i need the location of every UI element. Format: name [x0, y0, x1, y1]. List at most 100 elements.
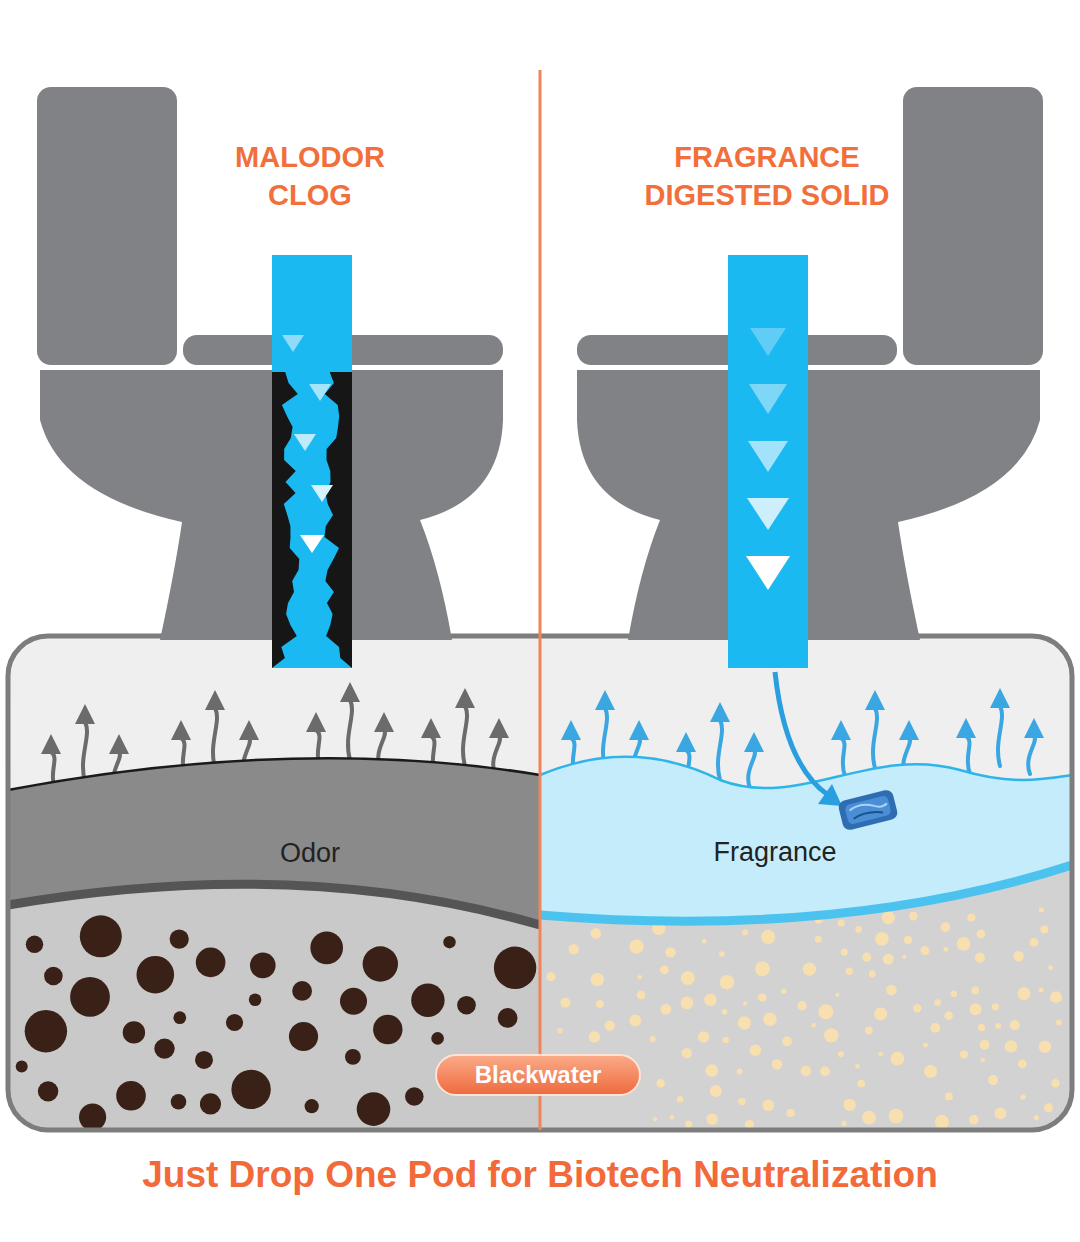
waste-particle	[25, 1010, 67, 1052]
digested-particle	[596, 1000, 604, 1008]
section-heading: FRAGRANCE DIGESTED SOLID	[617, 138, 917, 214]
waste-particle	[123, 1021, 145, 1043]
waste-particle	[226, 1014, 243, 1031]
vapor-stem	[718, 720, 722, 780]
waste-particle	[26, 936, 43, 953]
digested-particle	[835, 993, 839, 997]
toilet-lid	[577, 335, 897, 365]
digested-particle	[560, 998, 570, 1008]
drain-pipe	[728, 255, 808, 668]
digested-particle	[820, 1067, 830, 1077]
digested-particle	[681, 971, 695, 985]
digested-particle	[761, 930, 775, 944]
digested-particle	[772, 1059, 782, 1069]
vapor-head	[340, 682, 360, 702]
vapor-arrow	[205, 690, 225, 768]
digested-particle	[677, 1096, 684, 1103]
digested-particle	[846, 968, 853, 975]
waste-particle	[457, 996, 476, 1015]
flow-triangle	[748, 441, 788, 472]
digested-particle	[629, 940, 643, 954]
digested-particle	[743, 1001, 747, 1005]
digested-particle	[722, 1009, 728, 1015]
digested-particle	[781, 988, 787, 994]
drop-arrow	[775, 672, 828, 795]
digested-particle	[811, 1023, 816, 1028]
digested-particle	[943, 947, 948, 952]
waste-particle	[289, 1022, 318, 1051]
digested-particle	[945, 1093, 953, 1101]
tank-outline	[8, 636, 1072, 1130]
digested-particle	[710, 1085, 722, 1097]
digested-particle	[909, 912, 918, 921]
digested-particle	[605, 1020, 615, 1030]
vapor-stem	[1028, 736, 1035, 774]
digested-particle	[920, 946, 929, 955]
waste-particle	[345, 1049, 361, 1065]
vapor-stem	[873, 708, 877, 768]
vapor-stem	[348, 700, 352, 760]
toilet-lid	[183, 335, 503, 365]
digested-particle	[967, 913, 975, 921]
odor-band	[8, 758, 540, 925]
waste-particle	[363, 946, 398, 981]
vapor-head	[109, 734, 129, 754]
vapor-arrow	[956, 718, 976, 774]
digested-particle	[978, 1024, 985, 1031]
digested-particle	[883, 954, 894, 965]
vapor-head	[205, 690, 225, 710]
digested-particle	[1005, 1040, 1017, 1052]
digested-particle	[797, 1001, 806, 1010]
pill-shape	[436, 1055, 640, 1095]
vapor-arrow	[489, 718, 509, 774]
toilet-bowl	[40, 370, 503, 640]
waste-particle	[44, 967, 63, 986]
waste-particle	[80, 915, 122, 957]
digested-particle	[977, 930, 986, 939]
digested-particle	[665, 947, 675, 957]
pod-highlight	[849, 799, 887, 814]
digested-particle	[763, 1013, 776, 1026]
vapor-arrow	[1024, 718, 1044, 774]
vapor-head	[306, 712, 326, 732]
waste-particle	[38, 1081, 58, 1101]
waste-particle	[79, 1104, 106, 1131]
divider-line	[539, 70, 542, 1130]
digested-particle	[844, 1099, 856, 1111]
waste-particle	[70, 977, 110, 1017]
waste-particles	[16, 915, 537, 1130]
digested-particle	[1051, 1079, 1059, 1087]
vapor-stem	[966, 736, 970, 774]
vapor-head	[831, 720, 851, 740]
digested-particle	[975, 953, 985, 963]
digested-particle	[970, 1003, 982, 1015]
digested-particle	[815, 936, 822, 943]
digested-particle	[720, 975, 735, 990]
digested-particle	[941, 922, 951, 932]
flow-triangles	[282, 335, 333, 553]
vapor-stem	[748, 750, 755, 788]
digested-particle	[557, 1028, 562, 1033]
vapor-head	[421, 718, 441, 738]
vapor-head	[75, 704, 95, 724]
digested-particle	[862, 1111, 876, 1125]
digested-particle	[638, 975, 643, 980]
waste-particle	[305, 1099, 319, 1113]
odor-band-line	[8, 758, 540, 790]
digested-particle	[874, 1007, 887, 1020]
digested-particle	[865, 1027, 873, 1035]
vapor-head	[239, 720, 259, 740]
digested-particle	[913, 1004, 921, 1012]
digested-particle	[869, 971, 876, 978]
digested-particle	[824, 1028, 838, 1042]
digested-particle	[723, 1037, 729, 1043]
digested-particle	[957, 937, 971, 951]
fragrance-band-line	[540, 757, 1072, 788]
pod-inner	[844, 795, 892, 825]
digested-particle	[704, 994, 716, 1006]
waste-particle	[373, 1015, 402, 1044]
vapor-head	[744, 732, 764, 752]
digested-particle	[818, 1004, 833, 1019]
